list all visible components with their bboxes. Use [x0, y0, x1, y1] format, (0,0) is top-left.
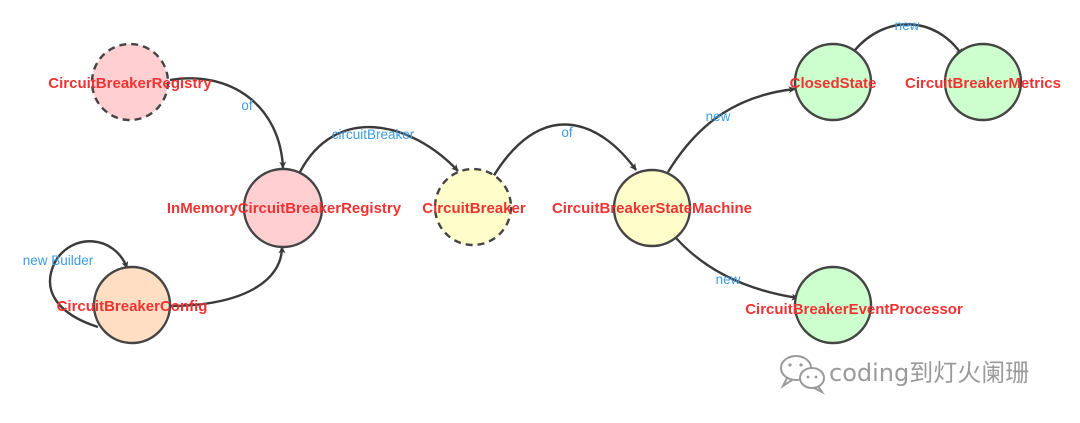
node-label-circuit-breaker: CircuitBreaker: [422, 200, 526, 217]
edge-label-config-self: new Builder: [23, 253, 94, 268]
edge-statemachine-eventproc: [675, 237, 799, 301]
edge-label-closed-metrics: new: [895, 18, 920, 33]
node-label-closed-state: ClosedState: [790, 75, 877, 92]
node-label-circuit-breaker-event-processor: CircuitBreakerEventProcessor: [745, 301, 963, 318]
node-circuit-breaker-config[interactable]: [92, 265, 172, 345]
node-circuit-breaker-metrics[interactable]: [943, 42, 1023, 122]
watermark-text: coding到灯火阑珊: [829, 359, 1029, 387]
edge-label-inmemory-breaker: circuitBreaker: [332, 127, 415, 142]
node-closed-state[interactable]: [793, 42, 873, 122]
edge-label-registry-inmemory: of: [241, 98, 253, 113]
node-label-circuit-breaker-config: CircuitBreakerConfig: [57, 298, 208, 315]
edge-closed-metrics: [854, 23, 963, 56]
node-labels: CircuitBreakerRegistry InMemoryCircuitBr…: [48, 75, 1061, 318]
node-circuit-breaker-event-processor[interactable]: [793, 265, 873, 345]
nodes: [90, 42, 1023, 345]
edge-label-breaker-statemachine: of: [561, 125, 573, 140]
node-label-circuit-breaker-registry: CircuitBreakerRegistry: [48, 75, 212, 92]
edges: [48, 23, 963, 329]
edge-inmemory-breaker: [298, 125, 459, 173]
edge-label-statemachine-closed: new: [706, 109, 731, 124]
edge-breaker-statemachine: [488, 123, 637, 183]
edge-config-inmemory: [167, 246, 286, 308]
node-label-in-memory-circuit-breaker-registry: InMemoryCircuitBreakerRegistry: [167, 200, 402, 217]
node-circuit-breaker-state-machine[interactable]: [612, 168, 692, 248]
node-in-memory-circuit-breaker-registry[interactable]: [242, 167, 324, 249]
edge-labels: of circuitBreaker of new new new new Bui…: [23, 18, 920, 287]
node-circuit-breaker-registry[interactable]: [90, 42, 170, 122]
watermark: coding到灯火阑珊: [780, 355, 1029, 395]
node-label-circuit-breaker-metrics: CircuitBreakerMetrics: [905, 75, 1061, 92]
node-label-circuit-breaker-state-machine: CircuitBreakerStateMachine: [552, 200, 752, 217]
edge-config-self: [48, 240, 129, 329]
wechat-icon: [780, 355, 825, 395]
edge-statemachine-closed: [666, 86, 796, 173]
edge-label-statemachine-eventproc: new: [716, 272, 741, 287]
node-circuit-breaker[interactable]: [433, 167, 513, 247]
edge-registry-inmemory: [169, 77, 287, 169]
